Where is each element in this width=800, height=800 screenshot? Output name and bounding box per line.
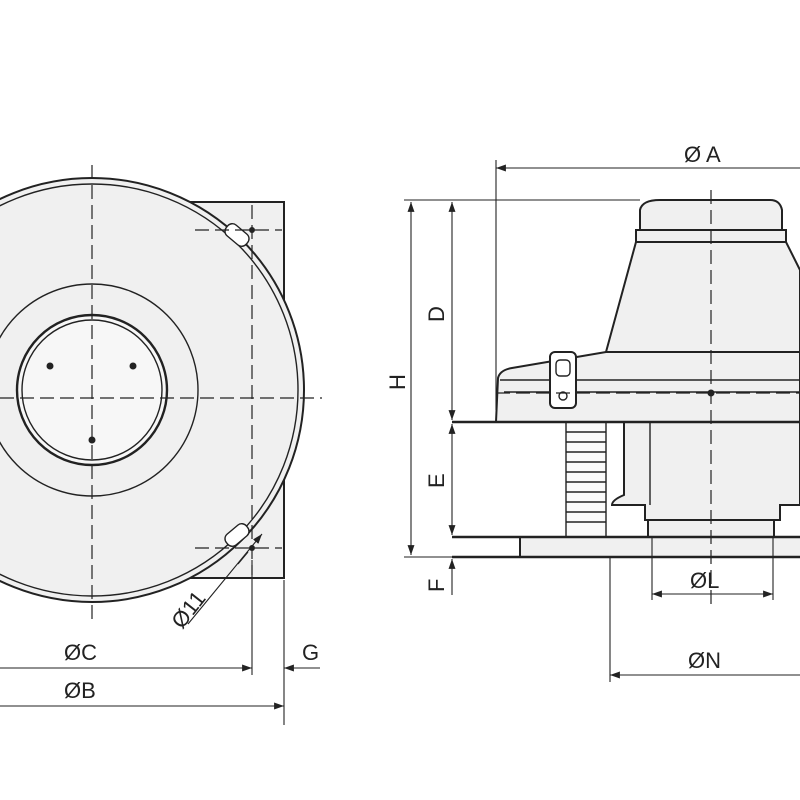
side-view: Ø A H D E F ØL ØN xyxy=(385,142,800,682)
side-louvers xyxy=(565,421,607,538)
hole-leader-2 xyxy=(237,551,249,565)
screw-2 xyxy=(129,362,137,370)
lock-clip-screw xyxy=(558,391,568,401)
fan-skirt xyxy=(494,351,800,423)
dim-c-label: ØC xyxy=(64,640,97,665)
dim-b-label: ØB xyxy=(64,678,96,703)
dim-l-label: ØL xyxy=(690,568,719,593)
dim-n-label: ØN xyxy=(688,648,721,673)
dim-h-label: H xyxy=(385,374,410,390)
motor-housing xyxy=(606,421,800,521)
screw-3 xyxy=(88,436,96,444)
outlet-inner-circle xyxy=(21,319,163,461)
base-flange xyxy=(519,536,800,558)
hole-diameter-label: Ø11 xyxy=(166,586,210,633)
dim-g-label: G xyxy=(302,640,319,665)
fan-cone-hood xyxy=(604,241,800,353)
dim-f-label: F xyxy=(424,579,449,592)
top-view: Ø11 ØC G ØB xyxy=(0,165,322,725)
screw-1 xyxy=(46,362,54,370)
dim-a-label: Ø A xyxy=(684,142,721,167)
rim-clip-bottom xyxy=(224,523,250,547)
dim-d-label: D xyxy=(424,306,449,322)
lock-clip-slot xyxy=(555,359,571,377)
dim-e-label: E xyxy=(424,473,449,488)
hole-leader xyxy=(187,533,263,625)
